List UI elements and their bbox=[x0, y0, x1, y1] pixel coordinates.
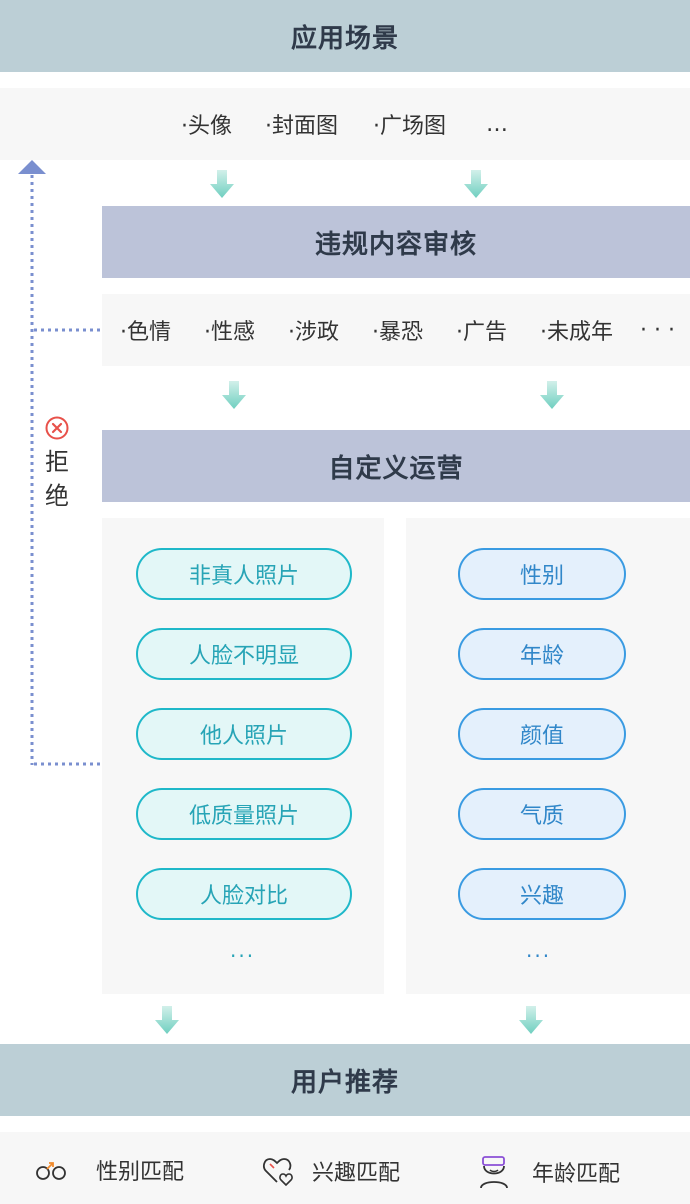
violation-porn: ·色情 bbox=[120, 320, 171, 345]
scenario-band: ·头像 ·封面图 ·广场图 … bbox=[0, 88, 690, 160]
right-more: ··· bbox=[526, 944, 552, 968]
tag-label: 性别 bbox=[519, 564, 564, 589]
header-application-scenarios-title: 应用场景 bbox=[290, 23, 399, 54]
recommend-gender: 性别匹配 bbox=[34, 1154, 184, 1186]
down-arrow-icon bbox=[210, 170, 234, 198]
tag-interest: 兴趣 bbox=[458, 868, 626, 920]
tag-label: 颜值 bbox=[519, 724, 564, 749]
reject-feedback-line bbox=[18, 160, 100, 766]
tag-label: 低质量照片 bbox=[188, 804, 299, 829]
recommend-gender-label: 性别匹配 bbox=[96, 1160, 185, 1185]
scenario-plaza: ·广场图 bbox=[373, 114, 446, 139]
tag-age: 年龄 bbox=[458, 628, 626, 680]
scenario-more: … bbox=[486, 111, 508, 137]
header-custom-operation: 自定义运营 bbox=[102, 430, 690, 502]
recommend-age-label: 年龄匹配 bbox=[532, 1162, 621, 1187]
reject-label: 拒 绝 bbox=[40, 413, 74, 515]
heart-icon bbox=[263, 1158, 293, 1187]
tag-face-unclear: 人脸不明显 bbox=[136, 628, 352, 680]
tag-label: 年龄 bbox=[519, 644, 564, 669]
scenario-avatar: ·头像 bbox=[181, 114, 232, 139]
down-arrow-icon bbox=[464, 170, 488, 198]
violation-more: · · · bbox=[640, 317, 675, 343]
tag-other-person: 他人照片 bbox=[136, 708, 352, 760]
tag-low-quality: 低质量照片 bbox=[136, 788, 352, 840]
close-circle-icon bbox=[45, 416, 69, 440]
tag-label: 人脸不明显 bbox=[188, 644, 299, 669]
header-custom-operation-title: 自定义运营 bbox=[328, 453, 464, 484]
tag-label: 兴趣 bbox=[519, 884, 564, 909]
reject-text-2: 绝 bbox=[45, 482, 69, 510]
recommend-interest: 兴趣匹配 bbox=[262, 1154, 400, 1188]
violation-ads: ·广告 bbox=[456, 320, 507, 345]
tag-temperament: 气质 bbox=[458, 788, 626, 840]
tag-face-compare: 人脸对比 bbox=[136, 868, 352, 920]
tag-gender: 性别 bbox=[458, 548, 626, 600]
left-more: ··· bbox=[230, 944, 256, 968]
down-arrow-icon bbox=[540, 381, 564, 409]
tag-label: 他人照片 bbox=[199, 724, 288, 749]
tag-attractiveness: 颜值 bbox=[458, 708, 626, 760]
down-arrow-icon bbox=[519, 1006, 543, 1034]
header-user-recommend: 用户推荐 bbox=[0, 1044, 690, 1116]
tag-label: 非真人照片 bbox=[188, 564, 299, 589]
scenario-cover: ·封面图 bbox=[265, 114, 338, 139]
header-violation-review: 违规内容审核 bbox=[102, 206, 690, 278]
violation-politics: ·涉政 bbox=[288, 320, 339, 345]
reject-text-1: 拒 bbox=[45, 448, 69, 476]
tag-label: 人脸对比 bbox=[199, 884, 288, 909]
recommend-band bbox=[0, 1132, 690, 1204]
violation-minor: ·未成年 bbox=[540, 320, 613, 345]
gender-icon bbox=[36, 1162, 66, 1180]
down-arrow-icon bbox=[155, 1006, 179, 1034]
down-arrow-icon bbox=[222, 381, 246, 409]
header-application-scenarios: 应用场景 bbox=[0, 0, 690, 72]
person-icon bbox=[480, 1156, 508, 1189]
tag-label: 气质 bbox=[519, 804, 564, 829]
violation-band: ·色情 ·性感 ·涉政 ·暴恐 ·广告 ·未成年 · · · bbox=[102, 294, 690, 366]
recommend-age: 年龄匹配 bbox=[478, 1154, 620, 1190]
header-user-recommend-title: 用户推荐 bbox=[290, 1067, 399, 1098]
header-violation-review-title: 违规内容审核 bbox=[314, 229, 477, 260]
violation-sexy: ·性感 bbox=[204, 320, 255, 345]
tag-non-real-person: 非真人照片 bbox=[136, 548, 352, 600]
violation-terror: ·暴恐 bbox=[372, 320, 423, 345]
recommend-interest-label: 兴趣匹配 bbox=[312, 1161, 401, 1186]
